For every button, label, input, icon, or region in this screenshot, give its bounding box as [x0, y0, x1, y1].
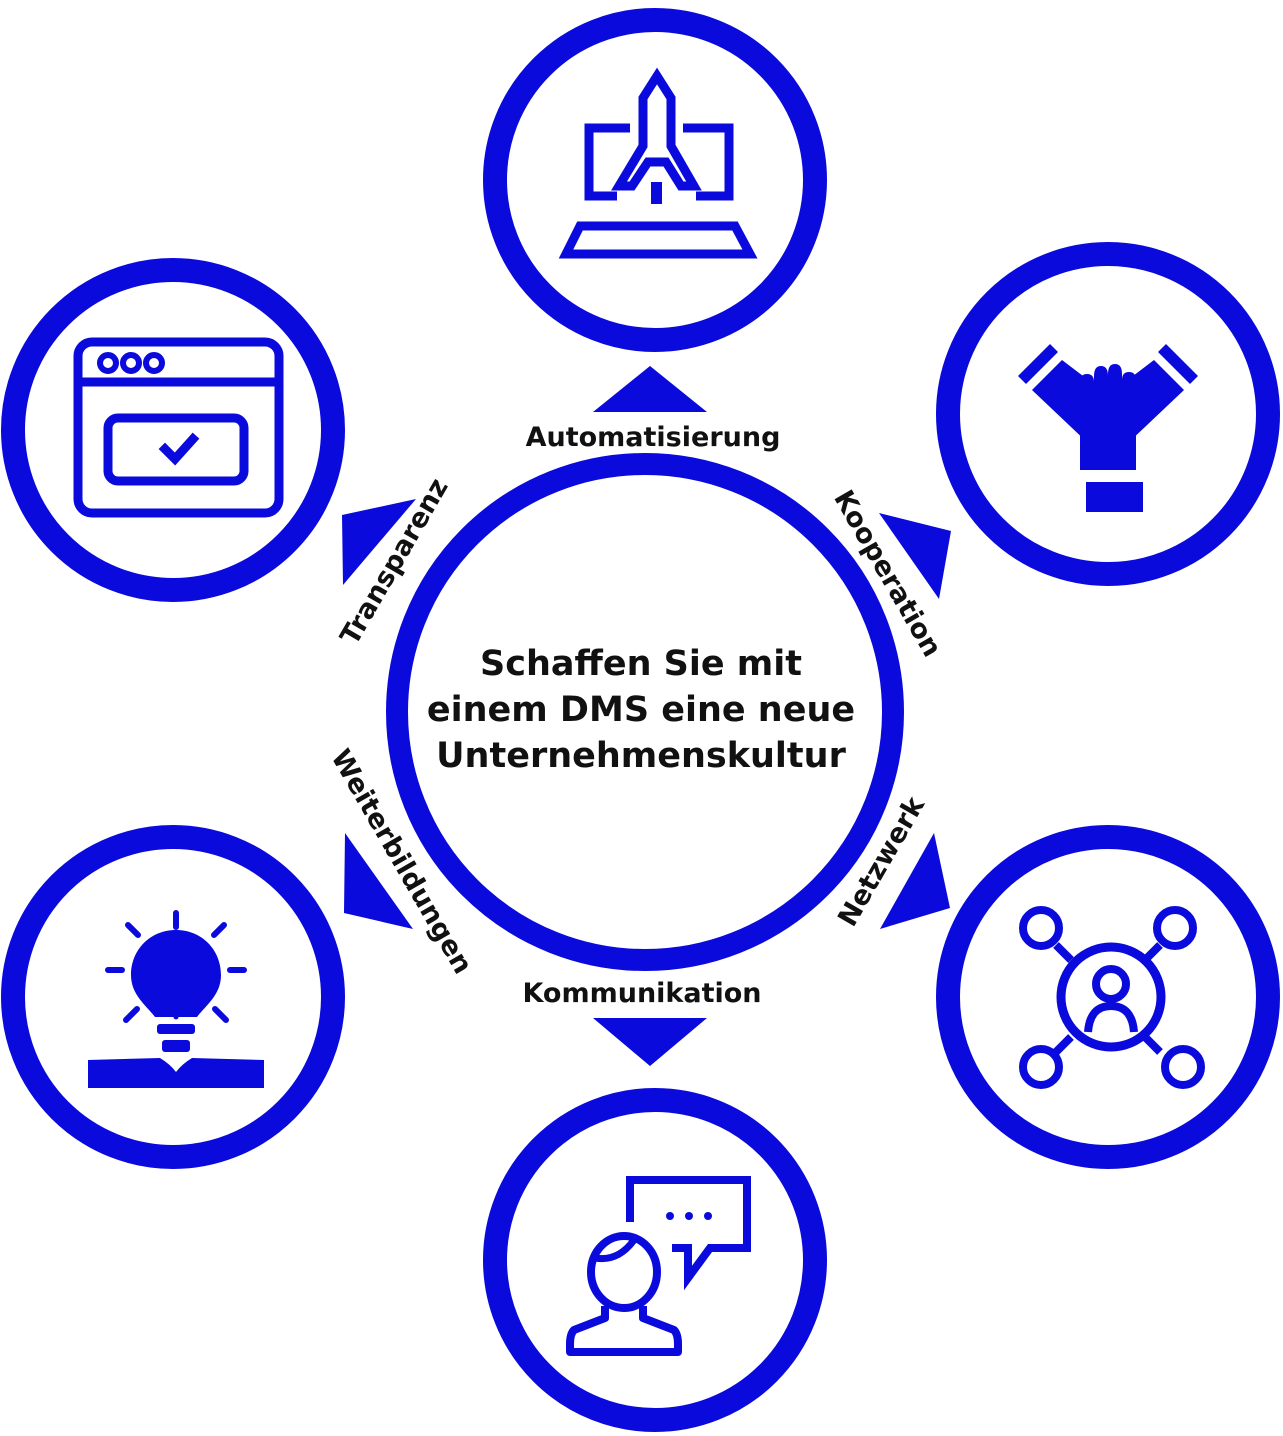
node-automatisierung: Automatisierung [483, 8, 827, 453]
node-netzwerk: Netzwerk [832, 791, 1280, 1169]
node-transparenz-circle [1, 258, 345, 602]
arrow-automatisierung [593, 366, 707, 412]
rocket-laptop-icon [558, 67, 758, 259]
arrow-transparenz [342, 499, 416, 585]
browser-checkmark-icon [73, 337, 284, 518]
arrow-kooperation [879, 513, 951, 599]
stacked-hands-icon [1018, 344, 1198, 512]
center-circle [386, 453, 904, 971]
user-network-icon [1019, 906, 1205, 1089]
center-title-line-1: Schaffen Sie mit [480, 644, 802, 684]
center-title-line-2: einem DMS eine neue [427, 690, 855, 730]
label-kommunikation: Kommunikation [522, 978, 761, 1009]
arrow-weiterbildungen [344, 833, 413, 929]
center-title-line-3: Unternehmenskultur [436, 736, 846, 776]
node-kooperation: Kooperation [827, 242, 1280, 662]
arrow-netzwerk [880, 833, 950, 929]
node-transparenz: Transparenz [1, 258, 455, 650]
person-speech-bubble-icon [566, 1176, 751, 1356]
arrow-kommunikation [593, 1018, 707, 1066]
node-automatisierung-circle [483, 8, 827, 352]
lightbulb-book-icon [88, 910, 264, 1088]
node-kommunikation: Kommunikation [483, 978, 827, 1432]
label-automatisierung: Automatisierung [526, 422, 781, 453]
